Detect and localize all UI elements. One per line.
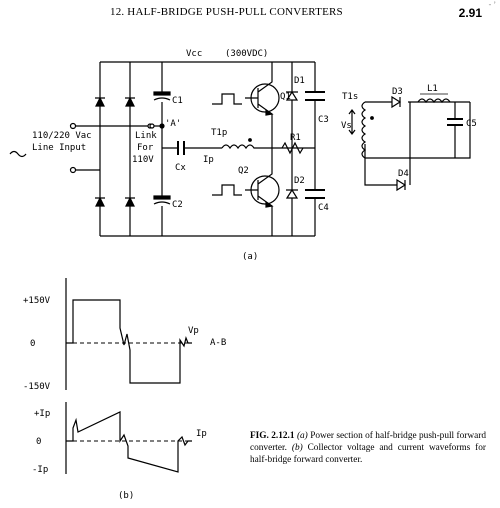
input-terminal-bottom <box>69 166 77 174</box>
voltage-waveform <box>65 278 192 390</box>
vcc-label: Vcc <box>186 49 202 59</box>
caption-b-marker: (b) <box>291 443 303 453</box>
node-a-label: 'A' <box>165 119 181 129</box>
cx-plates <box>177 141 185 155</box>
c4-capacitor <box>305 189 325 199</box>
l1-inductor <box>417 98 451 104</box>
node-a-dot <box>159 123 165 129</box>
t1p-label: T1p <box>211 128 227 138</box>
voltage-trace-label: Vp <box>188 326 199 336</box>
ip-label: Ip <box>203 155 214 165</box>
part-a-label: (a) <box>242 252 258 262</box>
voltage-tick-neg: -150V <box>23 382 51 392</box>
cx-label: Cx <box>175 163 186 173</box>
c5-capacitor <box>447 118 463 126</box>
voltage-labels: +150V 0 -150V Vp A-B <box>23 296 226 392</box>
bridge-diode-1 <box>95 96 105 107</box>
page-number: 2.91 <box>458 6 482 20</box>
q1-drive-pulse <box>212 93 242 105</box>
d1-label: D1 <box>294 76 305 86</box>
bridge-diode-4 <box>125 196 135 207</box>
t1s-dot <box>370 116 374 120</box>
figure-id: FIG. 2.12.1 <box>250 431 295 441</box>
caption-text-b: Collector voltage and current waveforms … <box>250 443 487 465</box>
c1-label: C1 <box>172 96 183 106</box>
q2-emitter-arrow <box>265 200 274 208</box>
q1-leads <box>245 62 273 148</box>
corner-mark: - ’ <box>488 0 496 9</box>
line-input-label-2: Line Input <box>32 143 86 153</box>
q2-leads <box>245 148 273 236</box>
c2-label: C2 <box>172 200 183 210</box>
c3-label: C3 <box>318 115 329 125</box>
q1-label: Q1 <box>280 92 291 102</box>
voltage-tick-zero: 0 <box>30 339 35 349</box>
q1-emitter-arrow <box>265 108 274 116</box>
t1s-label: T1s <box>342 92 358 102</box>
ac-symbol <box>9 150 27 158</box>
part-b-label: (b) <box>118 491 134 501</box>
r1-label: R1 <box>290 133 301 143</box>
t1s-winding <box>361 101 367 159</box>
vs-arrow <box>348 109 356 135</box>
current-waveform <box>65 402 192 474</box>
d4-wire <box>364 102 411 186</box>
caption-text-a: Power section of half-bridge push-pull f… <box>250 431 486 453</box>
input-wires <box>76 125 130 171</box>
bridge-diode-3 <box>95 196 105 207</box>
d2-diode <box>285 188 299 199</box>
link-label-2: For <box>137 143 154 153</box>
caption-a-marker: (a) <box>296 431 308 441</box>
voltage-trace <box>66 299 192 384</box>
c3-capacitor <box>305 91 325 101</box>
t1p-winding <box>221 144 270 150</box>
current-trace <box>66 411 192 473</box>
c5-label: C5 <box>466 119 477 129</box>
current-tick-zero: 0 <box>36 437 41 447</box>
d3-diode <box>391 95 402 109</box>
current-labels: +Ip 0 -Ip Ip <box>32 409 207 475</box>
current-tick-pos: +Ip <box>34 409 50 419</box>
t1p-dot <box>248 138 252 142</box>
d2-label: D2 <box>294 176 305 186</box>
c2-plate-top <box>153 195 171 200</box>
vcc-value: (300VDC) <box>225 49 268 59</box>
link-terminal-2 <box>149 123 155 129</box>
c4-label: C4 <box>318 203 329 213</box>
link-label-3: 110V <box>132 155 154 165</box>
d4-label: D4 <box>398 169 409 179</box>
q2-drive-pulse <box>212 184 242 196</box>
voltage-tick-pos: +150V <box>23 296 51 306</box>
bridge-verticals <box>99 62 131 236</box>
figure-caption: FIG. 2.12.1 (a) Power section of half-br… <box>250 430 486 466</box>
secondary-wires <box>365 101 471 159</box>
c1-plate-bottom <box>153 97 171 101</box>
bridge-diode-2 <box>125 96 135 107</box>
input-terminal-top <box>69 122 77 130</box>
c1-plate-top <box>153 91 171 96</box>
d3-label: D3 <box>392 87 403 97</box>
circuit-schematic <box>9 61 471 237</box>
d4-diode <box>396 178 407 192</box>
l1-label: L1 <box>427 84 438 94</box>
current-tick-neg: -Ip <box>32 465 48 475</box>
line-input-label-1: 110/220 Vac <box>32 131 92 141</box>
vs-label: Vs <box>341 121 352 131</box>
link-label-1: Link <box>135 131 157 141</box>
q2-label: Q2 <box>238 166 249 176</box>
circuit-labels: Vcc (300VDC) 110/220 Vac Line Input Link… <box>32 49 477 213</box>
d1-diode <box>285 90 299 101</box>
section-title: 12. HALF-BRIDGE PUSH-PULL CONVERTERS <box>110 6 343 18</box>
voltage-trace-suffix: A-B <box>210 338 226 348</box>
c2-plate-bottom <box>153 201 171 205</box>
current-trace-label: Ip <box>196 429 207 439</box>
